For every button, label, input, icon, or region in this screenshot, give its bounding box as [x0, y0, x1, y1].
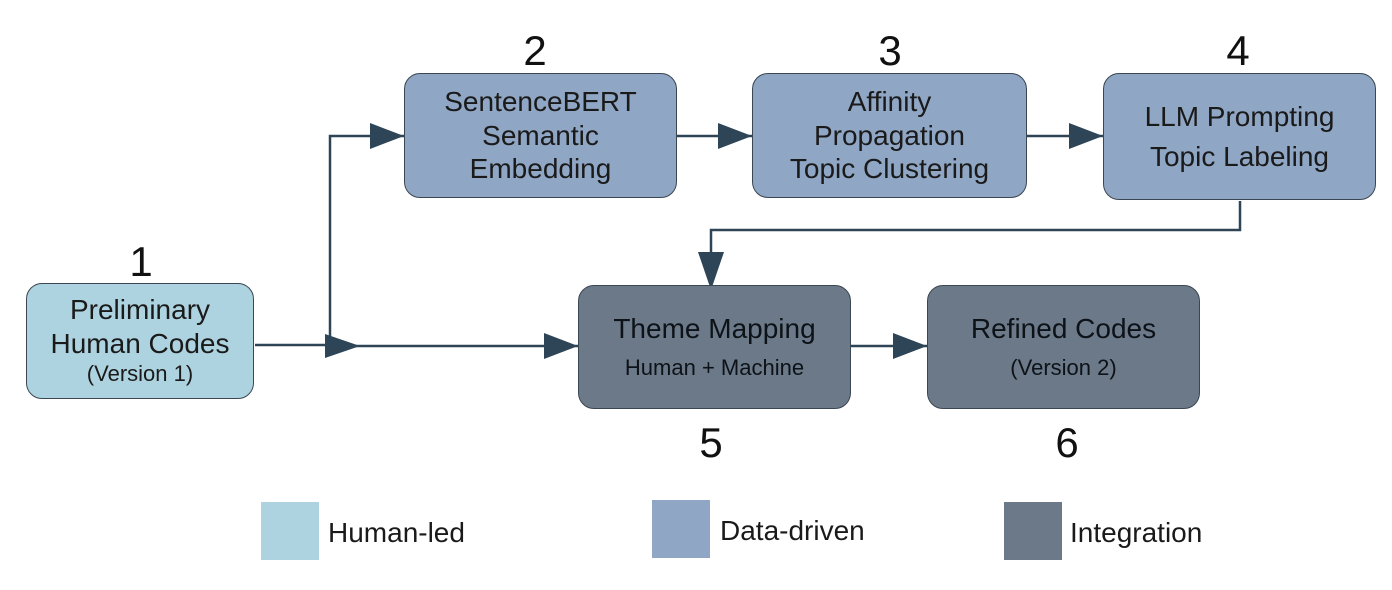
step-2-line-1: SentenceBERT	[444, 86, 637, 118]
step-3-box: Affinity Propagation Topic Clustering	[752, 73, 1027, 198]
legend-swatch-integration	[1004, 502, 1062, 560]
step-2-line-2: Semantic	[482, 119, 599, 151]
step-1-line-3: (Version 1)	[86, 361, 194, 387]
legend-label-human-led: Human-led	[328, 517, 465, 548]
step-3-line-1: Affinity	[847, 86, 932, 118]
step-3-number: 3	[878, 27, 902, 74]
legend-swatch-human-led	[261, 502, 319, 560]
step-4-line-1: LLM Prompting	[1144, 100, 1335, 132]
step-1-line-1: Preliminary	[69, 294, 211, 326]
step-4-number: 4	[1226, 27, 1250, 74]
step-1-line-2: Human Codes	[50, 327, 230, 359]
arrow-1-to-5	[255, 343, 578, 348]
step-2-line-3: Embedding	[469, 153, 612, 185]
legend-label-data-driven: Data-driven	[720, 515, 865, 546]
arrowhead-to-2	[370, 123, 404, 149]
step-5-line-2: Human + Machine	[624, 354, 805, 380]
step-6-number: 6	[1055, 419, 1079, 466]
step-5-box: Theme Mapping Human + Machine	[578, 285, 851, 409]
step-4-line-2: Topic Labeling	[1149, 140, 1330, 172]
arrowhead-4-to-5	[698, 252, 724, 290]
step-2-number: 2	[523, 27, 547, 74]
step-6-line-1: Refined Codes	[970, 312, 1157, 344]
step-2-box: SentenceBERT Semantic Embedding	[404, 73, 677, 198]
arrow-1-to-2	[328, 134, 404, 346]
step-3-line-3: Topic Clustering	[789, 153, 990, 185]
step-6-line-2: (Version 2)	[1010, 354, 1117, 380]
arrow-4-to-5	[709, 201, 1242, 285]
arrowhead-1-mid	[325, 334, 360, 358]
step-1-box: Preliminary Human Codes (Version 1)	[26, 283, 254, 399]
step-4-box: LLM Prompting Topic Labeling	[1103, 73, 1376, 200]
arrowhead-to-4	[1069, 123, 1103, 149]
step-6-box: Refined Codes (Version 2)	[927, 285, 1200, 409]
step-1-number: 1	[129, 238, 153, 285]
legend-label-integration: Integration	[1070, 517, 1203, 548]
step-3-line-2: Propagation	[813, 119, 965, 151]
step-5-line-1: Theme Mapping	[613, 312, 816, 344]
arrowhead-to-3	[718, 123, 752, 149]
arrowhead-to-5	[544, 333, 578, 359]
step-5-number: 5	[699, 419, 723, 466]
arrowhead-to-6	[893, 333, 927, 359]
legend-swatch-data-driven	[652, 500, 710, 558]
